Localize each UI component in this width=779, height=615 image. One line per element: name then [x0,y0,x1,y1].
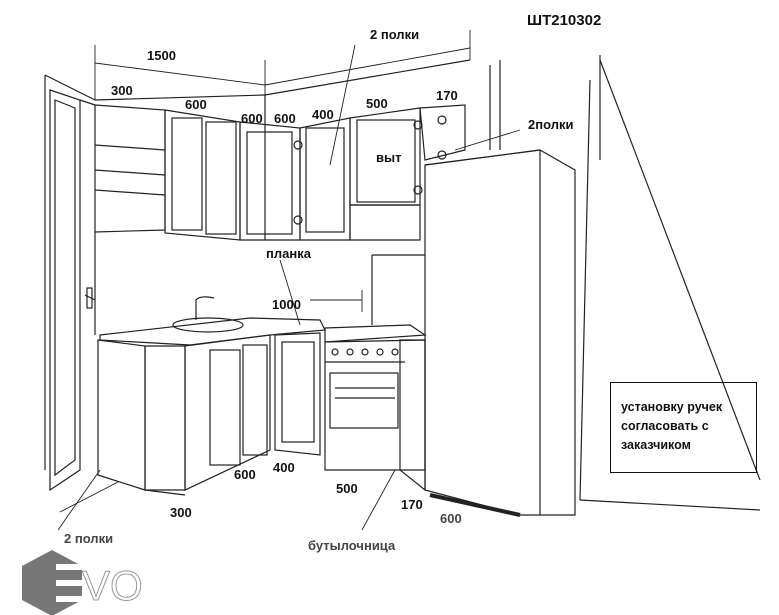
dim-upper-170: 170 [436,88,458,103]
dim-1500: 1500 [147,48,176,63]
walls [44,55,761,511]
note-line: согласовать с [621,419,709,433]
dim-upper-600-b: 600 [241,111,263,126]
dim-lower-400: 400 [273,460,295,475]
handles-note-box: установку ручек согласовать с заказчиком [610,382,757,473]
evo-logo-icon: VO [22,550,143,615]
dim-upper-400: 400 [312,107,334,122]
dimension-lines [57,30,521,531]
dim-lower-300: 300 [170,505,192,520]
note-line: заказчиком [621,438,691,452]
dim-upper-500: 500 [366,96,388,111]
dim-plank-1000: 1000 [272,297,301,312]
label-plank: планка [266,246,311,261]
dim-top-2-shelves: 2 полки [370,27,420,42]
dim-lower-2-shelves: 2 полки [64,531,114,546]
dim-lower-500: 500 [336,481,358,496]
label-bottle-rack: бутылочница [308,538,396,553]
drawing-code: ШТ210302 [527,12,602,29]
dim-lower-170: 170 [401,497,423,512]
dim-upper-300: 300 [111,83,133,98]
lower-cabinets [97,332,426,496]
dim-lower-600: 600 [234,467,256,482]
label-hood: выт [376,150,402,165]
dim-fridge-600: 600 [440,511,462,526]
dim-upper-600-c: 600 [274,111,296,126]
svg-text:VO: VO [82,562,143,609]
upper-cabinets [94,104,466,241]
door [49,89,96,492]
note-line: установку ручек [621,400,723,414]
dim-upper-600-a: 600 [185,97,207,112]
dim-right-2-shelves: 2полки [528,117,574,132]
refrigerator [424,149,576,517]
